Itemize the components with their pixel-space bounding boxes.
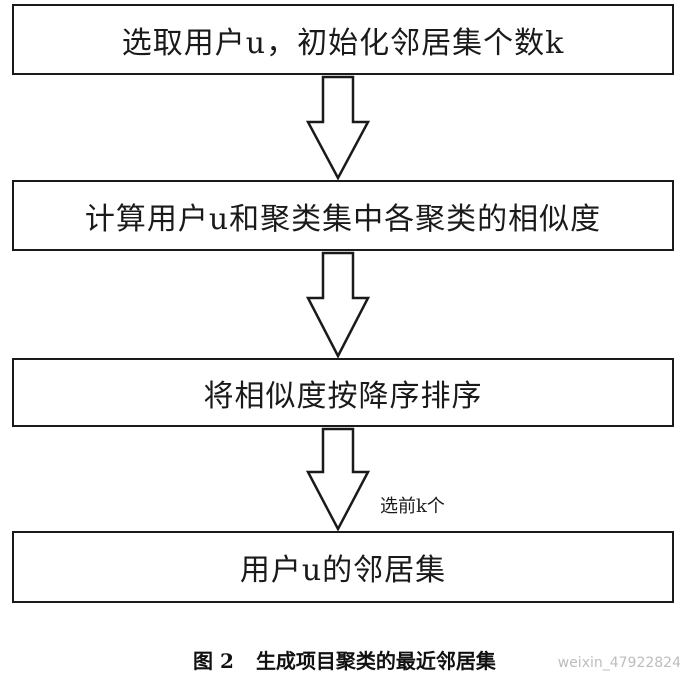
watermark: weixin_47922824 — [557, 655, 681, 671]
flow-step-4: 用户u的邻居集 — [12, 531, 674, 603]
flow-step-4-label: 用户u的邻居集 — [239, 553, 447, 588]
flow-step-2: 计算用户u和聚类集中各聚类的相似度 — [12, 180, 674, 251]
flow-step-3: 将相似度按降序排序 — [12, 358, 674, 427]
down-arrow-2 — [305, 251, 371, 359]
down-arrow-3 — [305, 427, 371, 532]
figure-caption: 图 2 生成项目聚类的最近邻居集 — [0, 645, 689, 674]
flow-step-1: 选取用户u，初始化邻居集个数k — [12, 4, 674, 75]
flow-step-3-label: 将相似度按降序排序 — [203, 378, 483, 414]
down-arrow-1 — [305, 75, 371, 181]
flow-step-1-label: 选取用户u，初始化邻居集个数k — [121, 25, 565, 61]
arrow-annotation: 选前k个 — [380, 496, 445, 517]
flow-step-2-label: 计算用户u和聚类集中各聚类的相似度 — [84, 201, 602, 237]
figure-number: 图 2 — [193, 649, 234, 673]
figure-title: 生成项目聚类的最近邻居集 — [255, 649, 496, 673]
